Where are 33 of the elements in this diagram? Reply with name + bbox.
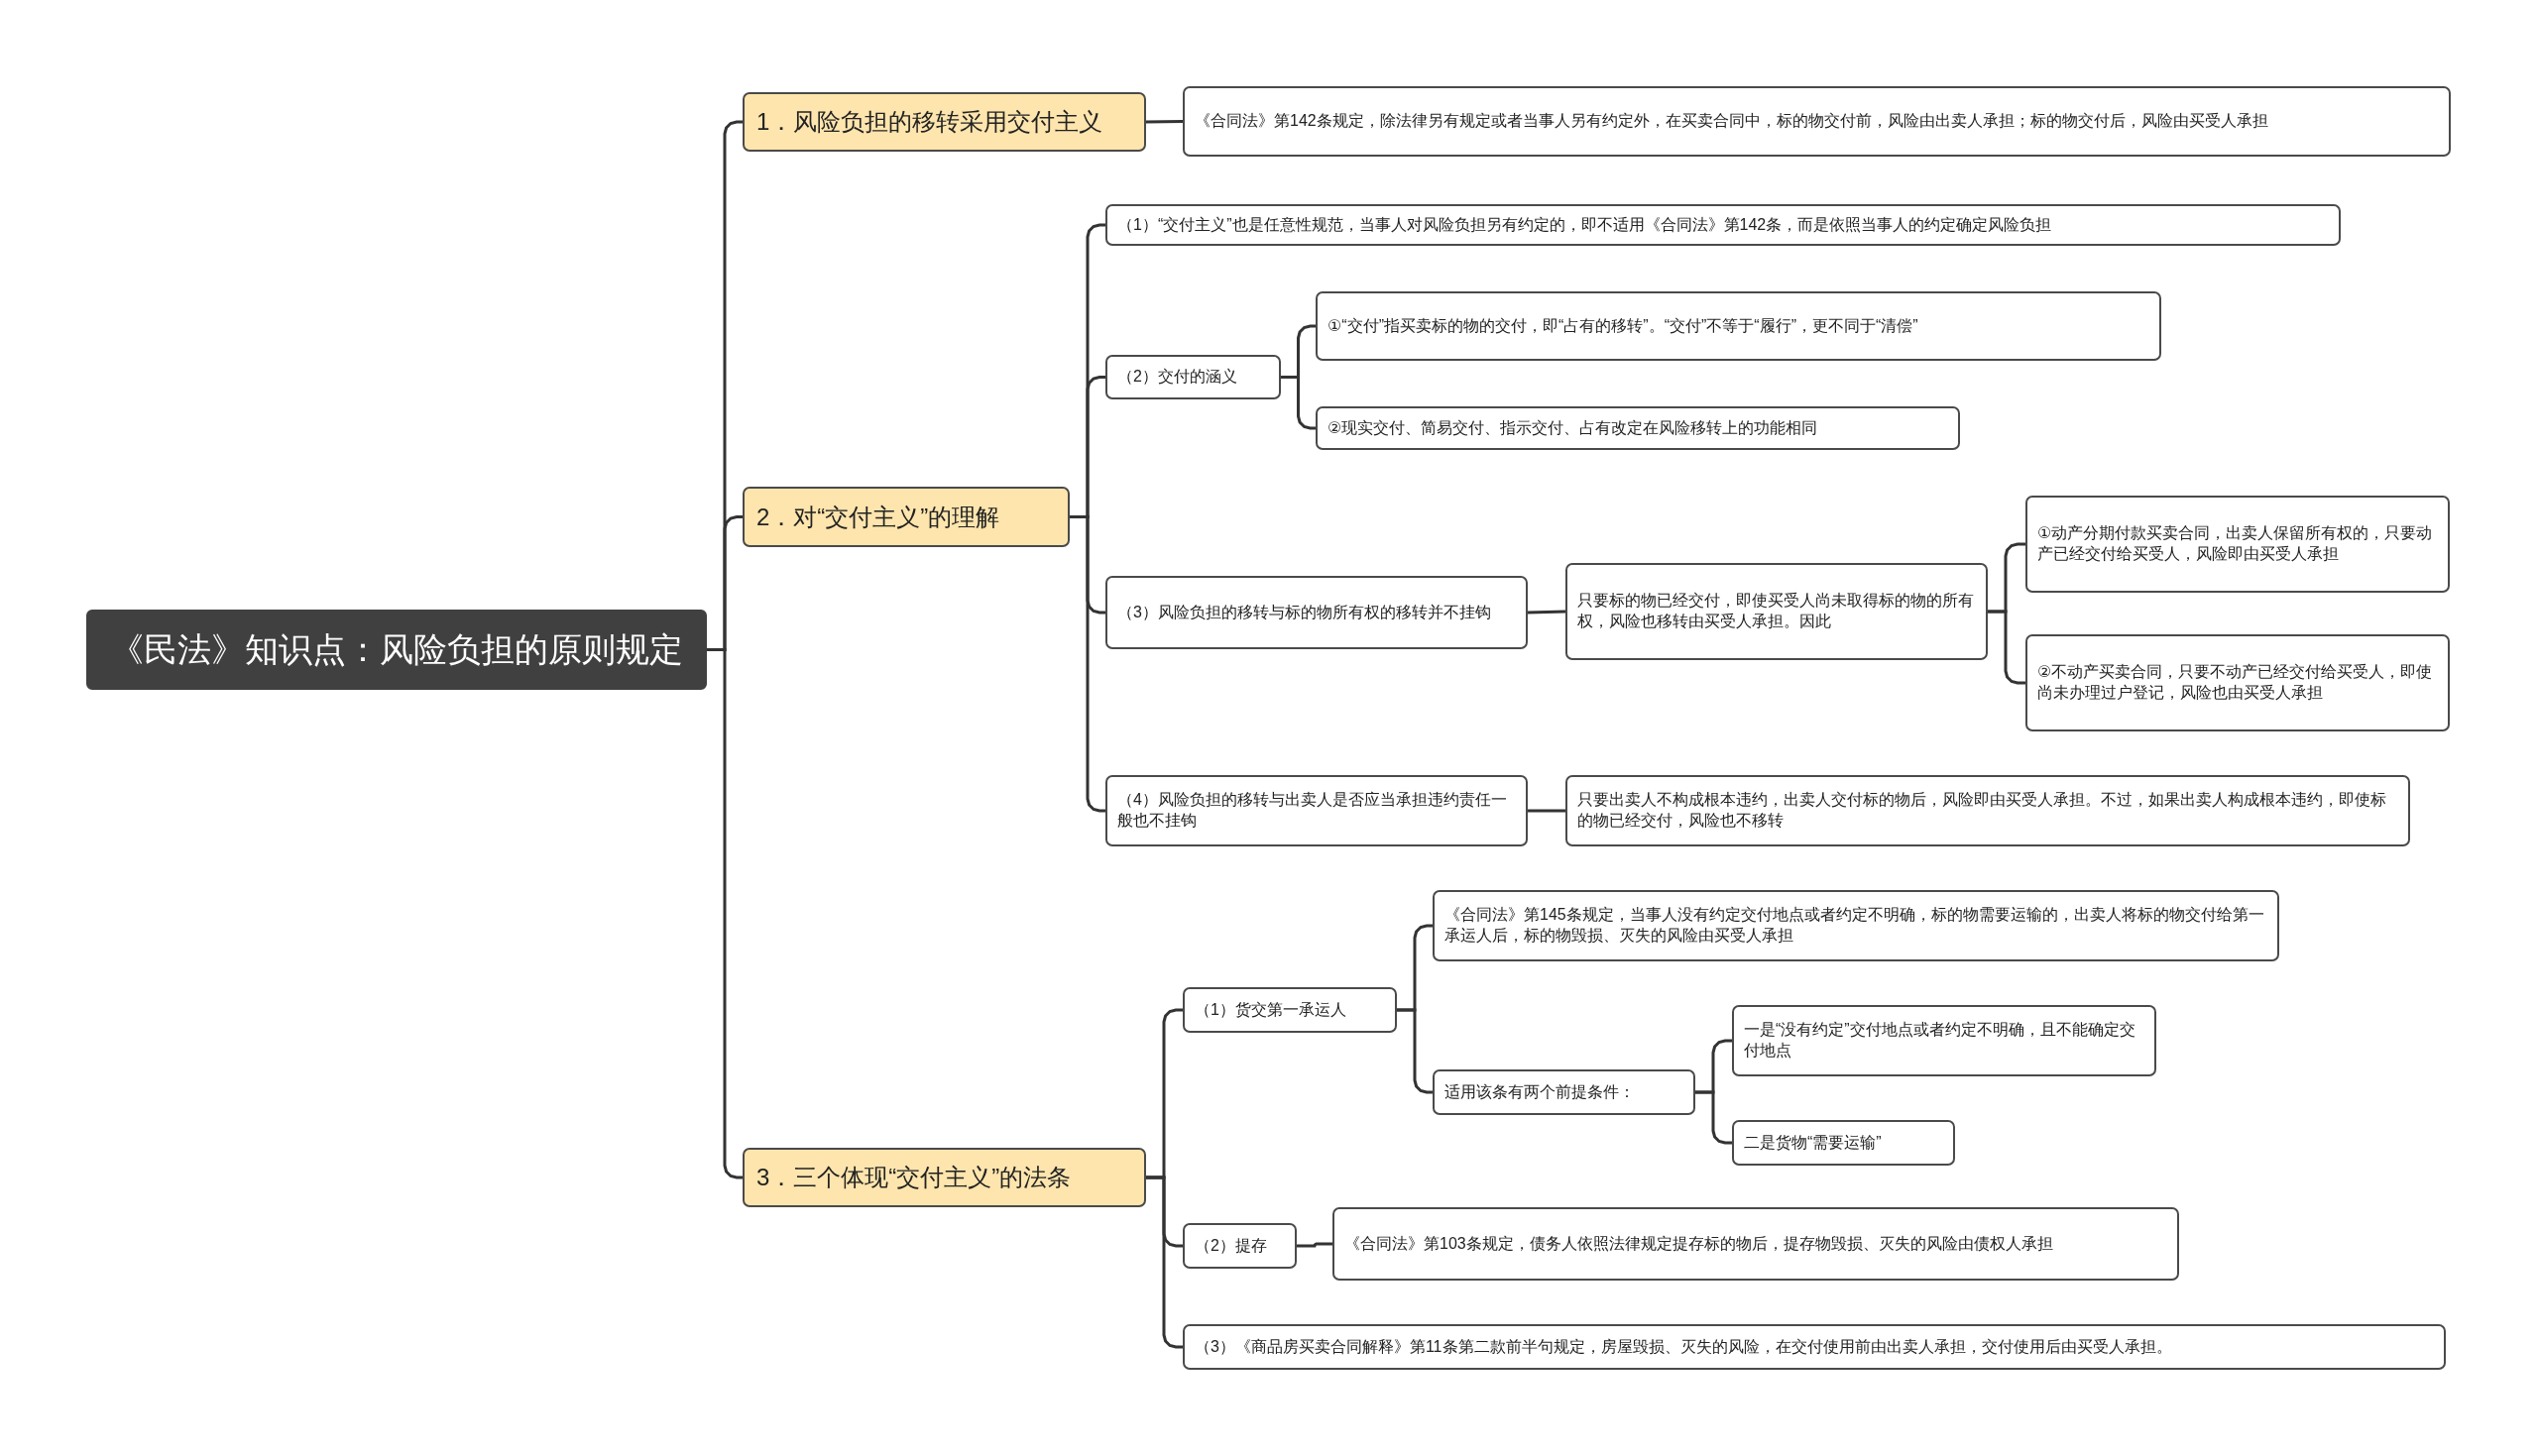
subtopic: （1）货交第一承运人 — [1183, 987, 1397, 1033]
connector-line — [1145, 120, 1184, 124]
subtopic: （3）风险负担的移转与标的物所有权的移转并不挂钩 — [1105, 576, 1528, 649]
main-topic: 1．风险负担的移转采用交付主义 — [743, 92, 1146, 152]
subtopic: 一是“没有约定”交付地点或者约定不明确，且不能确定交付地点 — [1732, 1005, 2156, 1076]
subtopic: （3）《商品房买卖合同解释》第11条第二款前半句规定，房屋毁损、灭失的风险，在交付使用前由出卖人承担，交付使用后由买受人承担。 — [1183, 1324, 2446, 1370]
subtopic: （4）风险负担的移转与出卖人是否应当承担违约责任一般也不挂钩 — [1105, 775, 1528, 846]
main-topic: 3．三个体现“交付主义”的法条 — [743, 1148, 1146, 1207]
subtopic: ②不动产买卖合同，只要不动产已经交付给买受人，即使尚未办理过户登记，风险也由买受人承担 — [2025, 634, 2450, 731]
subtopic: ①“交付”指买卖标的物的交付，即“占有的移转”。“交付”不等于“履行”，更不同于“清偿” — [1316, 291, 2161, 361]
subtopic: 《合同法》第145条规定，当事人没有约定交付地点或者约定不明确，标的物需要运输的，出卖人将标的物交付给第一承运人后，标的物毁损、灭失的风险由买受人承担 — [1433, 890, 2279, 961]
connector-line — [1528, 809, 1565, 813]
subtopic: ①动产分期付款买卖合同，出卖人保留所有权的，只要动产已经交付给买受人，风险即由买受人承担 — [2025, 496, 2450, 593]
connector-line — [1988, 610, 2025, 685]
subtopic: （2）交付的涵义 — [1105, 355, 1281, 399]
connector-line — [1281, 376, 1316, 430]
subtopic: ②现实交付、简易交付、指示交付、占有改定在风险移转上的功能相同 — [1316, 406, 1960, 450]
root-topic: 《民法》知识点：风险负担的原则规定 — [86, 610, 707, 690]
subtopic: （1）“交付主义”也是任意性规范，当事人对风险负担另有约定的，即不适用《合同法》第142条，而是依照当事人的约定确定风险负担 — [1105, 204, 2341, 246]
connector-line — [1070, 515, 1105, 813]
subtopic: 适用该条有两个前提条件： — [1433, 1069, 1695, 1115]
subtopic: 只要标的物已经交付，即使买受人尚未取得标的物的所有权，风险也移转由买受人承担。因此 — [1565, 563, 1988, 660]
connector-line — [1397, 1008, 1433, 1094]
subtopic: 二是货物“需要运输” — [1732, 1120, 1955, 1166]
subtopic: 《合同法》第103条规定，债务人依照法律规定提存标的物后，提存物毁损、灭失的风险由债权人承担 — [1332, 1207, 2179, 1281]
main-topic: 2．对“交付主义”的理解 — [743, 487, 1070, 547]
connector-line — [1695, 1090, 1732, 1145]
subtopic: 《合同法》第142条规定，除法律另有规定或者当事人另有约定外，在买卖合同中，标的物交付前，风险由出卖人承担；标的物交付后，风险由买受人承担 — [1183, 86, 2451, 157]
subtopic: 只要出卖人不构成根本违约，出卖人交付标的物后，风险即由买受人承担。不过，如果出卖人构成根本违约，即使标的物已经交付，风险也不移转 — [1565, 775, 2410, 846]
connector-line — [1527, 610, 1566, 615]
connector-line — [1146, 1176, 1183, 1349]
subtopic: （2）提存 — [1183, 1223, 1297, 1269]
connector-line — [1297, 1242, 1332, 1248]
